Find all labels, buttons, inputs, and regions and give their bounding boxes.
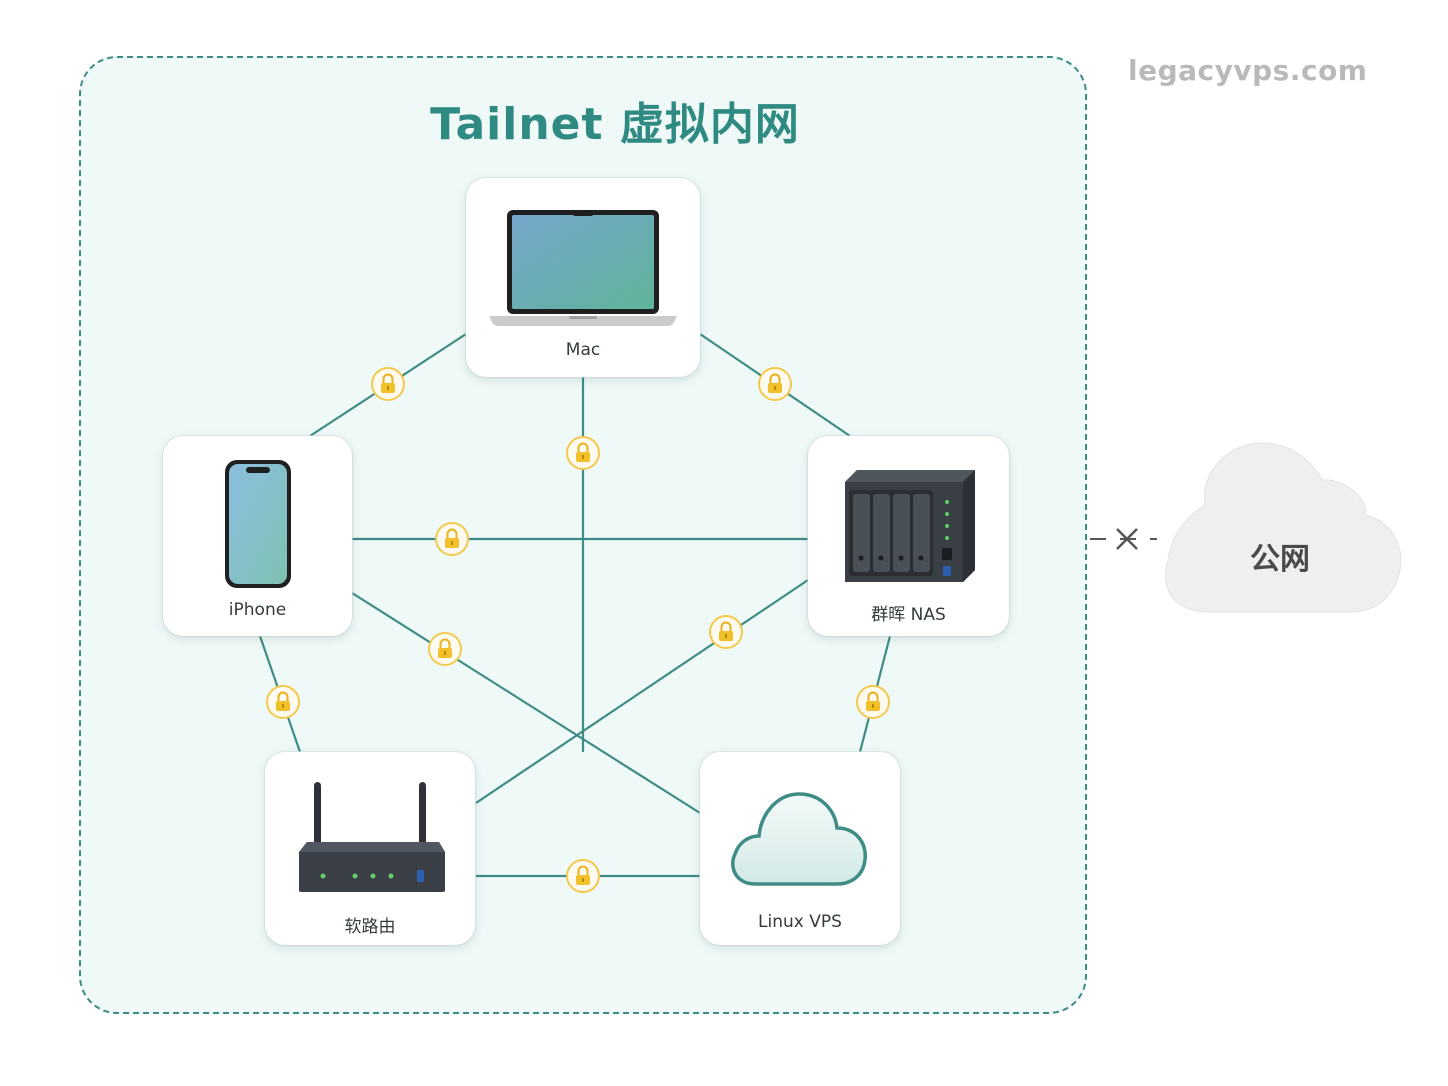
lock-icon [709, 615, 743, 649]
diagram-title: Tailnet 虚拟内网 [430, 99, 800, 150]
smartphone-icon [225, 460, 291, 588]
node-iphone[interactable]: iPhone [163, 436, 352, 636]
lock-icon [758, 367, 792, 401]
node-vps[interactable]: Linux VPS [700, 752, 900, 945]
lock-icon [856, 685, 890, 719]
public-cloud-icon [1164, 442, 1402, 613]
lock-icon [435, 522, 469, 556]
laptop-icon [489, 210, 677, 326]
lock-icon [428, 632, 462, 666]
node-mac[interactable]: Mac [466, 178, 700, 377]
node-router[interactable]: 软路由 [265, 752, 475, 945]
link-iphone-vps [351, 592, 701, 814]
node-label: 群晖 NAS [871, 605, 946, 625]
link-nas-router [475, 579, 809, 804]
router-icon [299, 782, 445, 892]
cloud-server-icon [731, 792, 867, 886]
lock-icon [566, 436, 600, 470]
blocked-x-icon [1116, 528, 1138, 550]
lock-icon [371, 367, 405, 401]
node-label: Linux VPS [758, 912, 842, 932]
node-label: 软路由 [344, 917, 396, 937]
node-label: iPhone [228, 600, 287, 620]
node-nas[interactable]: 群晖 NAS [808, 436, 1009, 636]
lock-icon [566, 859, 600, 893]
node-label: Mac [565, 340, 601, 360]
public-internet-label: 公网 [1250, 542, 1310, 577]
nas-icon [845, 470, 975, 582]
watermark: legacyvps.com [1128, 54, 1368, 87]
lock-icon [266, 685, 300, 719]
